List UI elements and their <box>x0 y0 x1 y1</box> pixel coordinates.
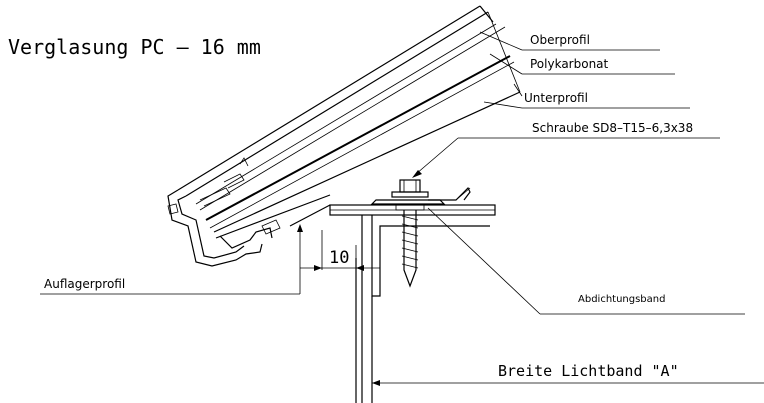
label-auflagerprofil: Auflagerprofil <box>44 277 125 291</box>
glazing-assembly <box>177 5 521 239</box>
label-polykarbonat: Polykarbonat <box>530 57 609 71</box>
label-abdichtungsband: Abdichtungsband <box>578 294 665 305</box>
eaves-profile <box>167 157 281 267</box>
screw <box>370 179 471 288</box>
drawing-title: Verglasung PC – 16 mm <box>8 35 261 59</box>
dimension-value: 10 <box>329 248 349 268</box>
label-breite-lichtband: Breite Lichtband "A" <box>498 362 679 380</box>
label-schraube: Schraube SD8–T15–6,3x38 <box>532 121 693 135</box>
dimension-10: 10 <box>297 224 380 294</box>
label-oberprofil: Oberprofil <box>530 33 590 47</box>
label-unterprofil: Unterprofil <box>524 91 588 105</box>
leaders <box>40 31 764 386</box>
